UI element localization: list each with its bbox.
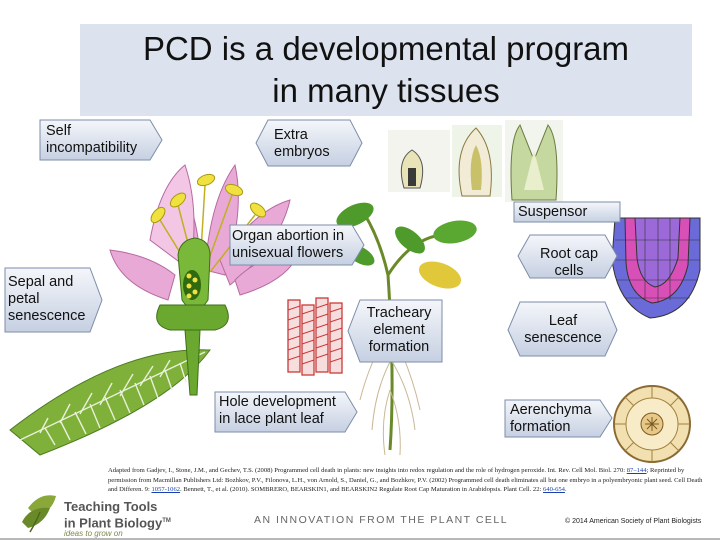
- slide-title: PCD is a developmental program in many t…: [80, 28, 692, 112]
- callout-text: embryos: [274, 144, 330, 160]
- callout-text: formation: [510, 419, 571, 435]
- callout-text: senescence: [524, 330, 602, 346]
- logo-tm: TM: [162, 518, 171, 524]
- seedling-icon: [336, 202, 477, 456]
- callout-aerenchyma: Aerenchyma formation: [510, 402, 591, 436]
- callout-text: Organ abortion in: [232, 228, 345, 244]
- callout-text: Self: [46, 123, 71, 139]
- callout-text: Sepal and: [8, 274, 74, 290]
- callout-suspensor: Suspensor: [518, 204, 588, 220]
- callout-sepal-petal: Sepal and petal senescence: [8, 274, 85, 325]
- references: Adapted from Gadjev, I., Stone, J.M., an…: [108, 466, 704, 495]
- logo-leaf-icon: [22, 495, 56, 533]
- root-cap-icon: [606, 215, 710, 319]
- callout-extra-embryos: Extra embryos: [274, 127, 330, 161]
- reference-link[interactable]: 1057-1062: [151, 486, 181, 494]
- callout-organ-abortion: Organ abortion in unisexual flowers: [232, 228, 344, 262]
- logo-line-2: in Plant BiologyTM: [64, 515, 171, 531]
- tracheary-icon: [287, 297, 343, 376]
- callout-leaf-senescence: Leaf senescence: [515, 313, 611, 347]
- reference-text: ; Reprinted by permission from Macmillan…: [108, 467, 703, 494]
- callout-text: petal: [8, 291, 40, 307]
- callout-hole-development: Hole development in lace plant leaf: [219, 394, 336, 428]
- callout-root-cap: Root cap cells: [528, 246, 610, 280]
- callout-text: element: [373, 322, 425, 338]
- callout-text: formation: [368, 339, 430, 355]
- callout-text: Hole development: [219, 394, 336, 410]
- callout-text: Root cap: [539, 246, 599, 262]
- callout-text: unisexual flowers: [232, 245, 344, 261]
- callout-self-incompatibility: Self incompatibility: [46, 123, 137, 157]
- callout-text: incompatibility: [46, 140, 138, 156]
- callout-text: Tracheary: [366, 305, 432, 321]
- title-line-2: in many tissues: [272, 72, 500, 109]
- copyright: © 2014 American Society of Plant Biologi…: [565, 518, 702, 525]
- lace-leaf-icon: [9, 349, 211, 456]
- reference-text: . Bennett, T., et al. (2010). SOMBRERO, …: [180, 486, 542, 494]
- logo-wordmark: Teaching Tools in Plant BiologyTM: [64, 500, 171, 530]
- bottom-rule: [0, 538, 720, 540]
- callout-text: Aerenchyma: [510, 402, 592, 418]
- aerenchyma-icon: [613, 385, 691, 463]
- title-line-1: PCD is a developmental program: [142, 30, 630, 67]
- callout-tracheary: Tracheary element formation: [356, 305, 442, 356]
- embryo-icon: [388, 120, 563, 202]
- callout-text: Leaf: [548, 313, 578, 329]
- reference-link[interactable]: 87–144: [626, 467, 647, 474]
- title-background: [80, 24, 692, 116]
- reference-link[interactable]: 640-654: [543, 486, 565, 494]
- reference-text: .: [564, 486, 567, 494]
- callout-text: senescence: [8, 308, 86, 324]
- logo-tagline: ideas to grow on: [64, 529, 123, 538]
- callout-text: in lace plant leaf: [219, 411, 324, 427]
- logo-line-1: Teaching Tools: [64, 499, 158, 514]
- reference-text: Adapted from Gadjev, I., Stone, J.M., an…: [108, 467, 626, 474]
- callout-text: Extra: [274, 127, 308, 143]
- innovation-banner: AN INNOVATION FROM THE PLANT CELL: [254, 514, 509, 526]
- callout-text: cells: [554, 263, 584, 279]
